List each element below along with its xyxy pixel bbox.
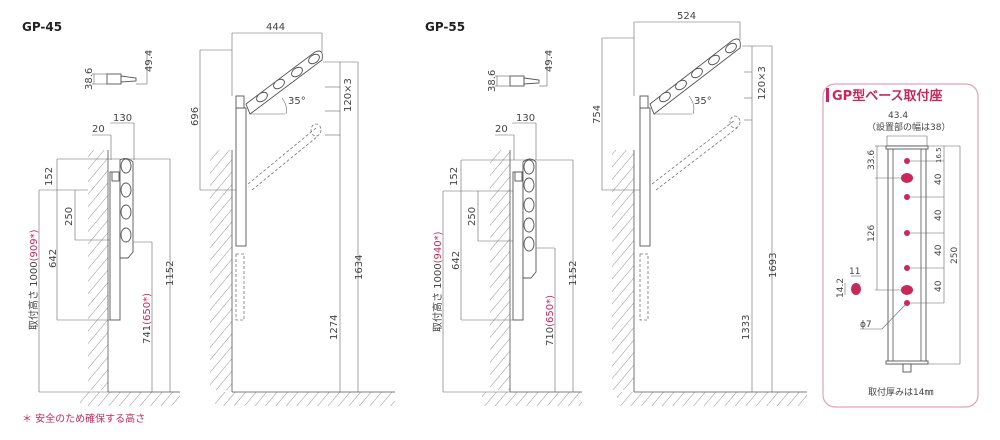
gp55-dim-1333: 1333 [741, 315, 752, 340]
base-dim-40: 40 [934, 280, 944, 292]
gp55-dim-642: 642 [451, 251, 462, 270]
gp45-clearance: 741(650*) [142, 293, 153, 344]
gp45-top-width: 49.4 [144, 50, 155, 72]
slot-detail [851, 283, 861, 295]
mount-slot [901, 173, 913, 183]
gp45-dim-152: 152 [44, 167, 55, 186]
gp45-extended-view: 35° 444 696 120×3 1634 1274 [190, 22, 395, 406]
base-width: 43.4 [888, 111, 908, 121]
gp45-section: GP-45 38.6 49.4 [22, 20, 395, 406]
base-width-note: （設置部の幅は38） [867, 121, 950, 133]
gp45-dim-130: 130 [113, 113, 132, 124]
gp55-top-width: 49.4 [544, 50, 555, 72]
gp55-title: GP-55 [425, 20, 465, 34]
gp45-dim-642: 642 [48, 249, 59, 268]
base-dim-14-2: 14.2 [836, 278, 846, 298]
mount-hole [904, 158, 910, 164]
gp55-dim-1693: 1693 [768, 253, 779, 278]
gp45-dim-20: 20 [92, 124, 105, 135]
gp55-angle: 35° [694, 96, 712, 107]
base-thickness: 取付厚みは14㎜ [868, 387, 933, 398]
gp55-dim-152: 152 [449, 167, 460, 186]
mount-slot [901, 285, 913, 295]
gp45-folded-view: 130 20 152 250 642 取付高さ 1000(909*) 741(6… [27, 113, 180, 406]
base-hole-diameter: ϕ7 [860, 320, 872, 330]
mount-hole [904, 265, 910, 271]
gp55-clearance: 710(650*) [545, 295, 556, 346]
gp55-top-height: 38.6 [487, 70, 498, 92]
base-dim-16-5: 16.5 [935, 147, 943, 163]
base-dim-11: 11 [849, 267, 860, 277]
gp55-extended-view: 35° 524 754 120×3 1693 1333 [592, 11, 807, 406]
gp55-dim-20: 20 [495, 124, 508, 135]
gp45-dim-444: 444 [266, 22, 285, 33]
base-plate-title: GP型ベース取付座 [832, 88, 943, 104]
base-dim-40: 40 [934, 244, 944, 256]
mount-hole [904, 194, 910, 200]
gp45-title: GP-45 [22, 20, 62, 34]
safety-footnote: ＊ 安全のため確保する高さ [22, 412, 145, 425]
base-dim-40: 40 [934, 173, 944, 185]
gp45-dim-1152: 1152 [165, 261, 176, 286]
gp55-top-view: 38.6 49.4 [487, 50, 555, 92]
gp45-dim-1634: 1634 [354, 255, 365, 280]
gp55-dim-754: 754 [592, 105, 603, 124]
gp55-pitch: 120×3 [757, 66, 768, 100]
gp45-dim-1274: 1274 [329, 315, 340, 340]
gp55-section: GP-55 38.6 49.4 130 20 [425, 11, 807, 406]
gp55-dim-1152: 1152 [568, 261, 579, 286]
gp55-dim-250: 250 [467, 207, 478, 226]
gp45-angle: 35° [288, 96, 306, 107]
base-dim-33-6: 33.6 [867, 150, 877, 170]
gp45-pitch: 120×3 [343, 78, 354, 112]
mount-hole [904, 300, 910, 306]
gp55-mount-height: 取付高さ 1000(940*) [431, 231, 444, 332]
gp45-dim-696: 696 [190, 107, 201, 126]
gp45-top-view: 38.6 49.4 [84, 50, 155, 90]
base-dim-250: 250 [950, 247, 960, 264]
base-plate-panel: GP型ベース取付座 43.4 （設置部の幅は38） 16.5 40 40 40 [822, 83, 979, 408]
gp45-top-height: 38.6 [84, 68, 95, 90]
gp45-dim-250: 250 [64, 207, 75, 226]
base-dim-40: 40 [934, 209, 944, 221]
mount-hole [904, 230, 910, 236]
gp55-folded-view: 130 20 152 250 642 取付高さ 1000(940*) 710(6… [431, 113, 582, 406]
gp55-dim-130: 130 [516, 113, 535, 124]
gp55-dim-524: 524 [677, 11, 696, 22]
base-dim-126: 126 [867, 225, 877, 242]
gp45-mount-height: 取付高さ 1000(909*) [27, 229, 40, 330]
